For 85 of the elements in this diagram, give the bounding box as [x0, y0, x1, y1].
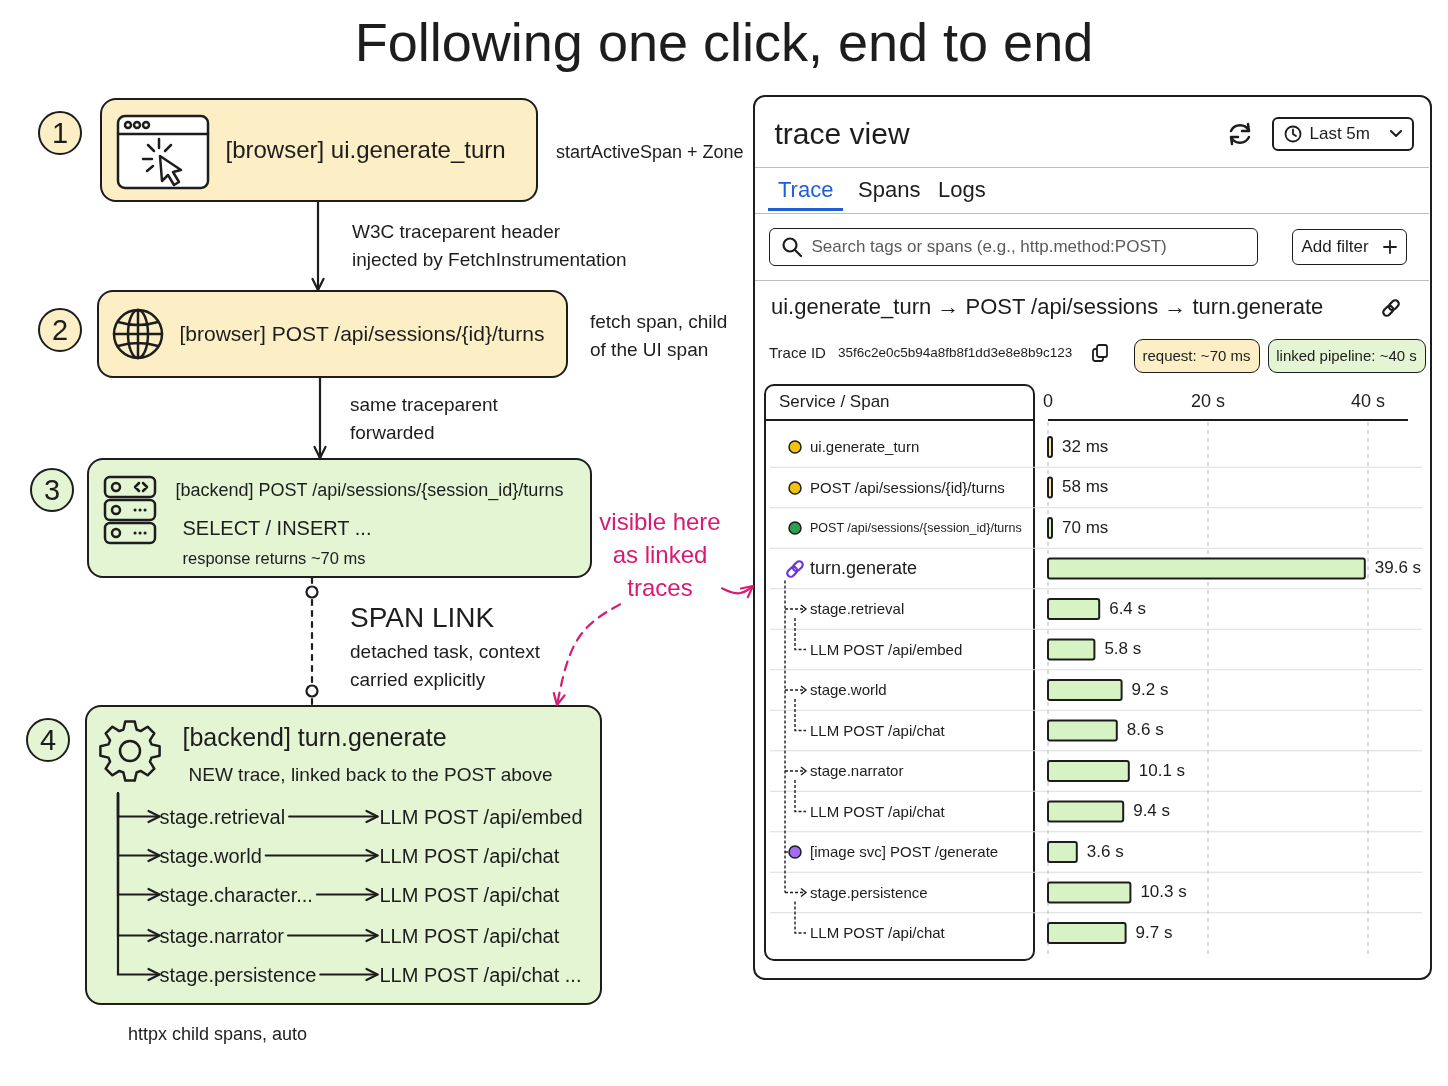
- box-title: [backend] turn.generate: [182, 721, 447, 752]
- duration-label: 9.4 s: [1133, 801, 1171, 822]
- duration-label: 39.6 s: [1374, 558, 1422, 579]
- arrow: [315, 887, 379, 902]
- span-name: turn.generate: [810, 557, 918, 580]
- duration-label: 5.8 s: [1104, 639, 1142, 660]
- duration-label: 8.6 s: [1126, 720, 1164, 741]
- tab-label: Spans: [857, 177, 922, 204]
- span-name: POST /api/sessions/{session_id}/turns: [810, 520, 1022, 536]
- span-name: stage.persistence: [810, 883, 928, 902]
- box-title: [browser] POST /api/sessions/{id}/turns: [179, 320, 545, 346]
- summary-tag: request: ~70 ms: [1133, 338, 1260, 373]
- arrow: [319, 967, 379, 982]
- request-name: LLM POST /api/chat: [379, 882, 560, 907]
- arrow: [286, 928, 379, 943]
- duration-label: 32 ms: [1062, 436, 1109, 457]
- span-name: POST /api/sessions/{id}/turns: [810, 478, 1005, 497]
- column-header: Service / Span: [779, 392, 890, 413]
- span-name: stage.retrieval: [159, 804, 286, 829]
- annotation-arrow: [552, 603, 622, 707]
- side-note: httpx child spans, auto: [128, 1023, 308, 1046]
- request-name: LLM POST /api/chat ...: [379, 962, 582, 987]
- tab-label: Logs: [937, 177, 987, 204]
- process-box: [97, 290, 568, 378]
- process-box: [100, 98, 538, 202]
- span-name: stage.character...: [159, 882, 313, 907]
- duration-label: 9.7 s: [1135, 922, 1173, 943]
- span-name: stage.world: [810, 681, 887, 699]
- trace-viewer-window: [753, 95, 1432, 980]
- span-name: stage.retrieval: [810, 600, 905, 618]
- span-name: stage.world: [159, 843, 262, 868]
- axis-tick-label: 0: [1043, 391, 1053, 413]
- process-box: [85, 705, 602, 1005]
- window-title: trace view: [774, 115, 910, 152]
- span-name: stage.narrator: [159, 923, 284, 948]
- span-name: LLM POST /api/embed: [810, 640, 963, 659]
- summary-tag: linked pipeline: ~40 s: [1267, 338, 1426, 373]
- span-name: LLM POST /api/chat: [810, 924, 945, 942]
- trace-id: 35f6c2e0c5b94a8fb8f1dd3e8e8b9c123: [838, 345, 1073, 362]
- annotation-arrow: [720, 584, 755, 599]
- add-filter-button: Add filter: [1291, 228, 1407, 265]
- arrow: [311, 200, 325, 292]
- request-name: LLM POST /api/chat: [379, 843, 560, 868]
- axis-tick-label: 20 s: [1191, 391, 1225, 413]
- span-name: ui.generate_turn: [810, 438, 920, 456]
- process-box: [87, 458, 592, 578]
- duration-label: 70 ms: [1062, 517, 1109, 538]
- duration-label: 58 ms: [1062, 477, 1109, 498]
- step-number: 2: [38, 308, 82, 352]
- duration-label: 9.2 s: [1131, 679, 1169, 700]
- arrow: [264, 848, 379, 863]
- search-field: Search tags or spans (e.g., http.method:POST): [768, 227, 1258, 266]
- arrow: [313, 376, 327, 460]
- tab: Trace: [768, 177, 844, 212]
- duration-label: 10.1 s: [1138, 760, 1186, 781]
- span-name: [image svc] POST /generate: [810, 843, 999, 861]
- span-name: LLM POST /api/chat: [810, 802, 945, 821]
- box-title: [backend] POST /api/sessions/{session_id}/turns: [175, 479, 564, 502]
- step-number: 3: [30, 468, 74, 512]
- box-subtitle: SELECT / INSERT ...: [182, 515, 372, 540]
- span-name: LLM POST /api/chat: [810, 721, 945, 740]
- side-note: detached task, context carried explicitly: [350, 640, 542, 692]
- span-name: stage.narrator: [810, 762, 904, 780]
- side-note: fetch span, child of the UI span: [590, 310, 729, 362]
- field-label: Trace ID: [769, 344, 826, 362]
- box-note: response returns ~70 ms: [182, 548, 366, 569]
- trace-heading: ui.generate_turn → POST /api/sessions → turn.generate: [771, 294, 1324, 321]
- annotation-text: visible here as linked traces: [598, 505, 722, 605]
- tree-arrow: [116, 791, 161, 982]
- request-name: LLM POST /api/embed: [379, 804, 583, 829]
- time-range-dropdown: Last 5m: [1271, 116, 1414, 151]
- duration-label: 10.3 s: [1140, 882, 1187, 903]
- box-subtitle: NEW trace, linked back to the POST above: [188, 763, 553, 787]
- box-title: [browser] ui.generate_turn: [225, 135, 506, 165]
- step-number: 1: [38, 111, 82, 155]
- side-note: startActiveSpan + Zone: [556, 141, 744, 164]
- duration-label: 3.6 s: [1086, 841, 1124, 862]
- step-number: 4: [26, 718, 70, 762]
- diagram-title: Following one click, end to end: [354, 11, 1094, 74]
- axis-tick-label: 40 s: [1351, 391, 1385, 413]
- span-name: stage.persistence: [159, 962, 317, 987]
- span-link-line: [305, 576, 319, 707]
- request-name: LLM POST /api/chat: [379, 923, 560, 948]
- arrow: [288, 809, 379, 824]
- duration-label: 6.4 s: [1109, 598, 1147, 619]
